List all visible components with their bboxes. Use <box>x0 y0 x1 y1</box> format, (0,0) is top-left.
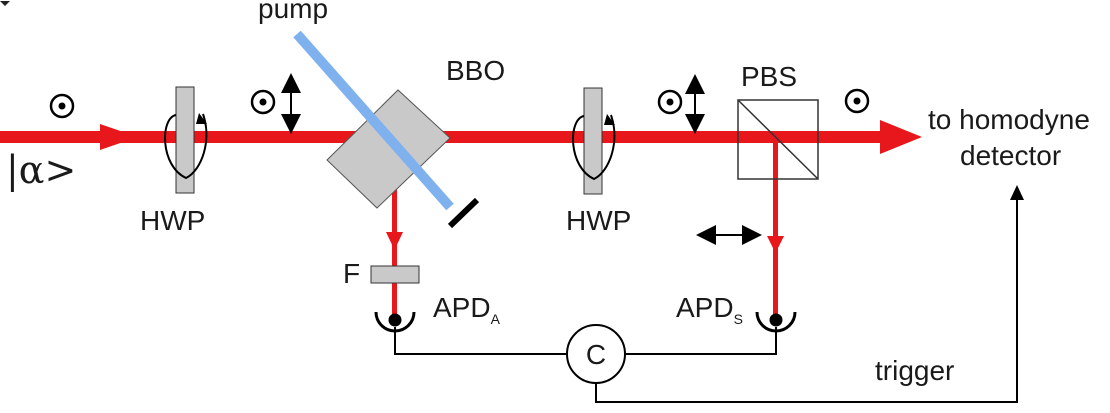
trigger-label: trigger <box>875 355 954 386</box>
beam-dump <box>447 197 480 229</box>
apd-s-subscript: S <box>734 311 743 327</box>
hwp-right-plate <box>572 87 616 195</box>
bbo-label: BBO <box>446 55 505 86</box>
filter-label: F <box>343 258 360 289</box>
bbo-crystal <box>326 89 451 209</box>
pbs-label: PBS <box>741 61 797 92</box>
apd-s-label: APDS <box>676 292 743 327</box>
apd-a-label: APDA <box>433 292 501 327</box>
hwp-left-label: HWP <box>140 205 205 236</box>
hwp-left-plate <box>164 86 208 194</box>
polarization-out-of-plane-icon <box>250 89 276 115</box>
coincidence-label: C <box>586 339 606 370</box>
trigger-arrowhead <box>1010 185 1024 200</box>
output-label-line1: to homodyne <box>928 104 1090 135</box>
filter <box>370 265 420 284</box>
pbs-reflected-beam <box>773 140 778 318</box>
hwp-right-label: HWP <box>566 205 631 236</box>
pbs-cube <box>737 99 819 180</box>
polarization-out-of-plane-icon <box>657 89 683 115</box>
idler-beam-arrowhead <box>386 232 403 250</box>
apd-s-main: APD <box>676 292 734 323</box>
polarization-out-of-plane-icon <box>844 88 870 114</box>
pbs-beam-arrowhead <box>767 236 784 253</box>
apd-a-subscript: A <box>491 311 501 327</box>
input-state-label: |α> <box>6 148 76 192</box>
corner-fragment <box>0 1 10 6</box>
pump-beam <box>293 30 454 211</box>
output-beam-arrowhead <box>880 120 922 154</box>
output-label-line2: detector <box>960 140 1061 171</box>
idler-beam <box>392 140 397 318</box>
polarization-out-of-plane-icon <box>49 93 75 119</box>
pump-label: pump <box>258 0 328 24</box>
apd-a-main: APD <box>433 292 491 323</box>
signal-wiring <box>394 196 1018 403</box>
input-beam-arrowhead <box>100 124 138 150</box>
coincidence-unit <box>566 324 626 384</box>
